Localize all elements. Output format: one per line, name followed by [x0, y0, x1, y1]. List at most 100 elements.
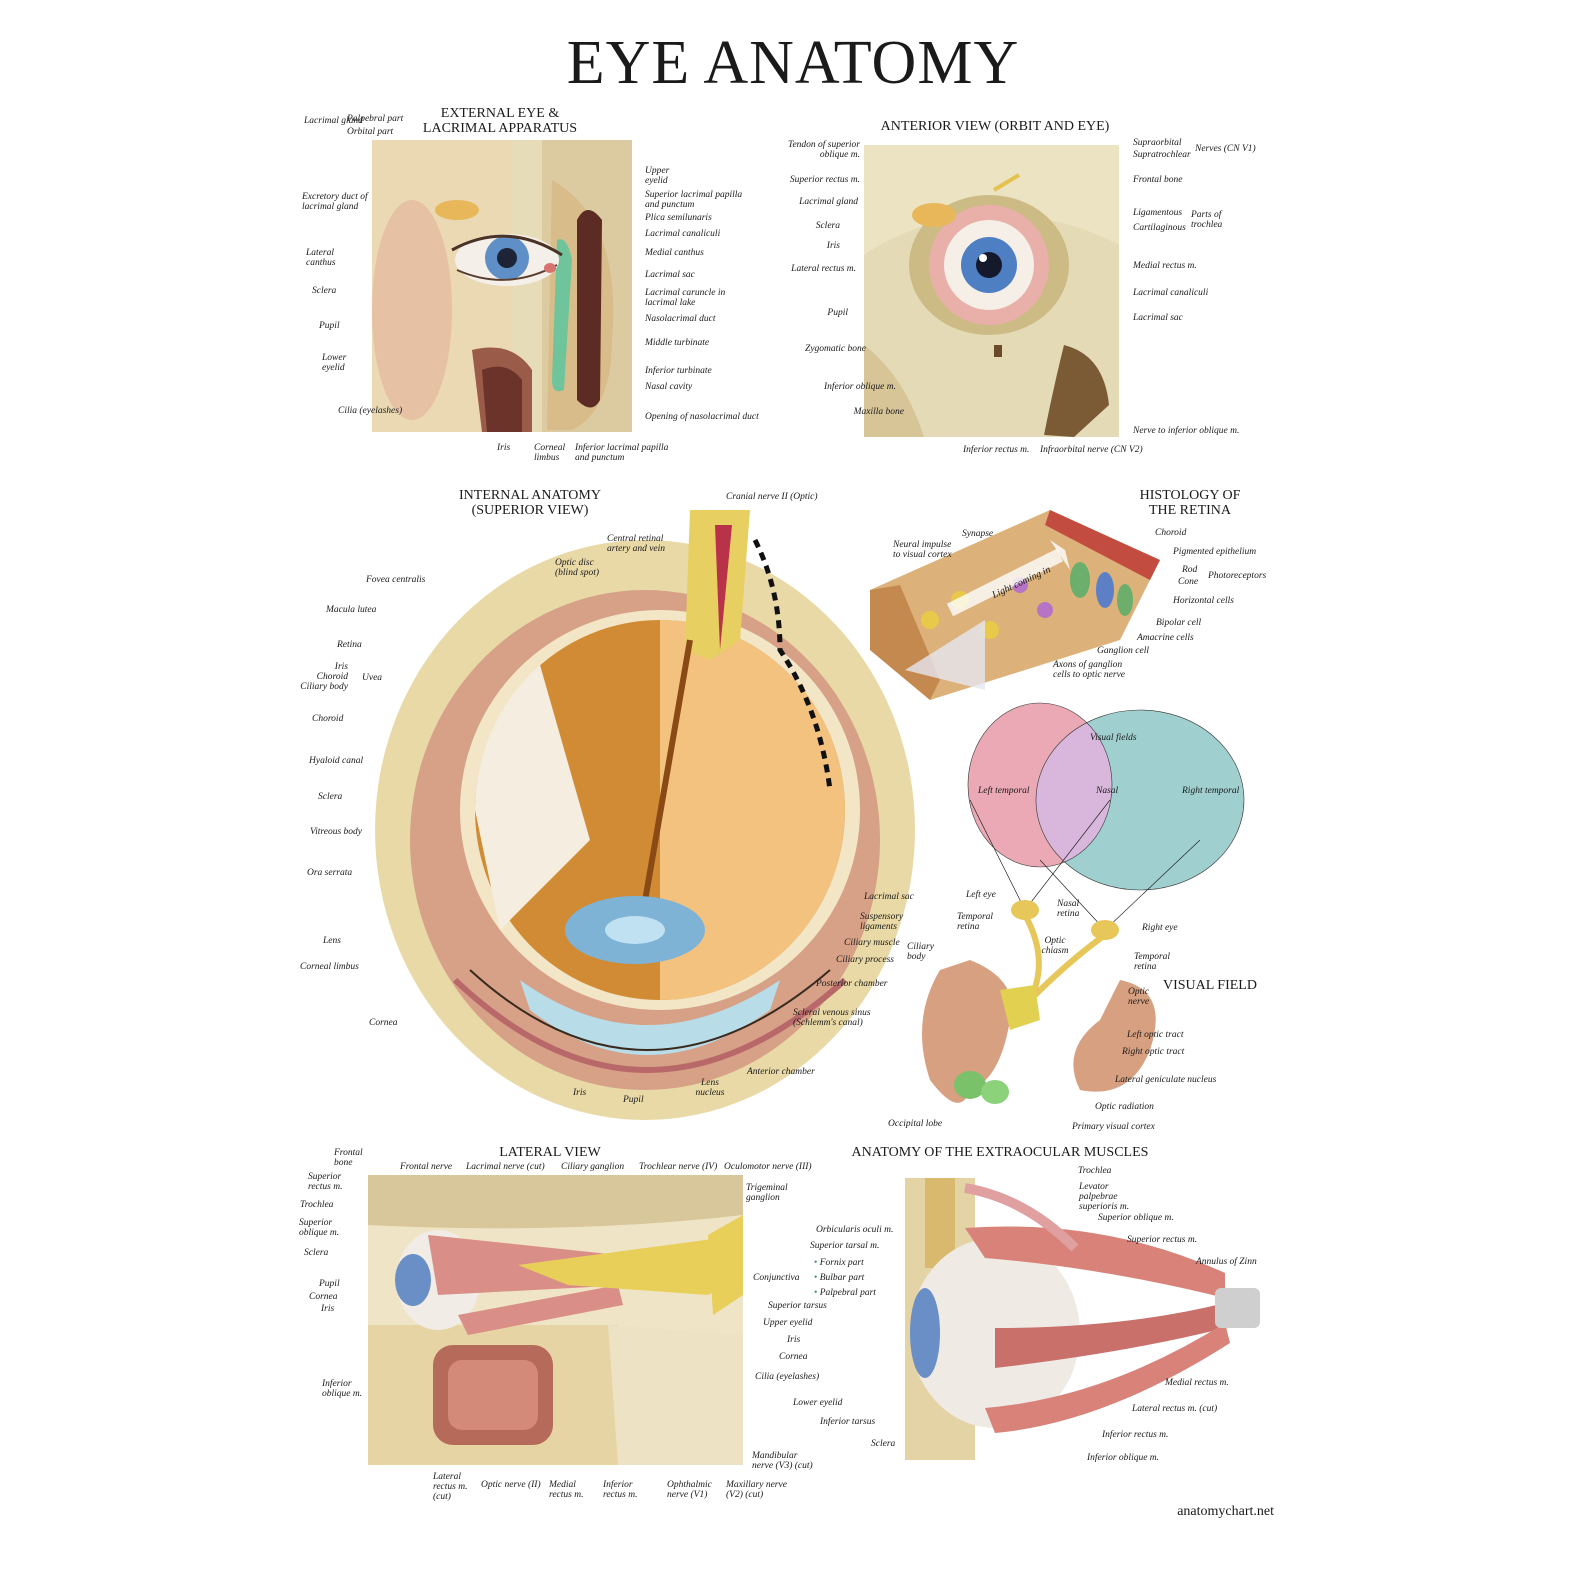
- label-rod: Rod: [1182, 565, 1198, 575]
- label-medial-canthus: Medial canthus: [645, 248, 704, 258]
- label-cranial-nerve: Cranial nerve II (Optic): [726, 492, 818, 502]
- label-choroid-uvea: Choroid: [316, 672, 348, 682]
- label-optic-radiation: Optic radiation: [1095, 1102, 1154, 1112]
- label-superior-lacrimal-papilla: Superior lacrimal papilla and punctum: [645, 190, 743, 210]
- label-superior-oblique-eo: Superior oblique m.: [1098, 1213, 1174, 1223]
- bullet-palpebral: •: [814, 1288, 818, 1298]
- label-frontal-nerve: Frontal nerve: [400, 1162, 453, 1172]
- label-supraorbital: Supraorbital: [1133, 138, 1182, 148]
- label-lens-nucleus: Lens nucleus: [695, 1078, 725, 1098]
- lateral-view-illustration: [368, 1175, 743, 1465]
- extraocular-illustration: [905, 1178, 1260, 1460]
- label-lacrimal-canaliculi-ext: Lacrimal canaliculi: [645, 229, 721, 239]
- label-supratrochlear: Supratrochlear: [1133, 150, 1191, 160]
- label-inferior-rectus-lat: Inferior rectus m.: [603, 1480, 638, 1500]
- label-optic-nerve-lat: Optic nerve (II): [481, 1480, 541, 1490]
- label-lower-eyelid-eo: Lower eyelid: [793, 1398, 843, 1408]
- label-inferior-oblique-lat: Inferior oblique m.: [322, 1379, 363, 1399]
- label-ganglion: Ganglion cell: [1097, 646, 1149, 656]
- label-iris-bottom: Iris: [573, 1088, 587, 1098]
- label-iris-ant: Iris: [826, 241, 840, 251]
- label-inferior-lacrimal-papilla: Inferior lacrimal papilla and punctum: [575, 443, 669, 463]
- bullet-fornix: •: [814, 1258, 818, 1268]
- label-cornea-lat: Cornea: [309, 1292, 338, 1302]
- label-superior-rectus-eo: Superior rectus m.: [1127, 1235, 1198, 1245]
- label-frontal-bone-ant: Frontal bone: [1133, 175, 1183, 185]
- label-palpebral: • Palpebral part: [814, 1288, 876, 1298]
- visual-field-diagram: [922, 702, 1245, 1104]
- label-anterior-chamber: Anterior chamber: [747, 1067, 815, 1077]
- label-axons: Axons of ganglion cells to optic nerve: [1053, 660, 1126, 680]
- label-hyaloid: Hyaloid canal: [309, 756, 364, 766]
- label-lacrimal-gland-ant: Lacrimal gland: [799, 197, 858, 207]
- label-sclera-lat: Sclera: [304, 1248, 329, 1258]
- footer-credit[interactable]: anatomychart.net: [1177, 1504, 1274, 1519]
- label-corneal-limbus-int: Corneal limbus: [300, 962, 359, 972]
- label-uvea: Uvea: [362, 673, 383, 683]
- label-fornix: • Fornix part: [814, 1258, 864, 1268]
- label-upper-eyelid-ext: Upper eyelid: [645, 166, 670, 186]
- visual-field-title: VISUAL FIELD: [1163, 978, 1257, 993]
- label-cornea-eo: Cornea: [779, 1352, 808, 1362]
- label-synapse: Synapse: [962, 529, 994, 539]
- label-temporal-retina-l: Temporal retina: [957, 912, 994, 932]
- label-pigmented: Pigmented epithelium: [1173, 547, 1257, 557]
- poster-title: EYE ANATOMY: [566, 29, 1020, 97]
- label-trochlea-lat: Trochlea: [300, 1200, 334, 1210]
- label-iris-eo: Iris: [787, 1335, 801, 1345]
- label-choroid-int: Choroid: [312, 714, 344, 724]
- label-lacrimal-caruncle: Lacrimal caruncle in lacrimal lake: [645, 288, 726, 308]
- label-lacrimal-gland: Lacrimal gland: [304, 116, 363, 126]
- label-iris-ext: Iris: [497, 443, 511, 453]
- anterior-view-title: ANTERIOR VIEW (ORBIT AND EYE): [880, 119, 1110, 134]
- label-medial-rectus-ant: Medial rectus m.: [1133, 261, 1197, 271]
- label-nasal: Nasal: [1096, 786, 1119, 796]
- label-cornea-int: Cornea: [369, 1018, 398, 1028]
- label-optic-nerve-vf: Optic nerve: [1128, 987, 1150, 1007]
- label-sclera-int: Sclera: [318, 792, 343, 802]
- label-lower-eyelid: Lower eyelid: [322, 353, 347, 373]
- label-inferior-rectus-ant: Inferior rectus m.: [963, 445, 1030, 455]
- label-nasal-retina: Nasal retina: [1057, 899, 1080, 919]
- label-inferior-turbinate: Inferior turbinate: [645, 366, 712, 376]
- histology-title: HISTOLOGY OF THE RETINA: [1139, 488, 1241, 518]
- label-mandibular: Mandibular nerve (V3) (cut): [752, 1451, 813, 1471]
- label-lacrimal-nerve: Lacrimal nerve (cut): [466, 1162, 545, 1172]
- label-left-eye: Left eye: [966, 890, 996, 900]
- label-cilia-ext: Cilia (eyelashes): [338, 406, 403, 416]
- label-palpebral-part: Palpebral part: [347, 114, 404, 124]
- label-suspensory: Suspensory ligaments: [860, 912, 904, 932]
- label-oculomotor-nerve: Oculomotor nerve (III): [724, 1162, 812, 1172]
- label-medial-rectus-eo: Medial rectus m.: [1165, 1378, 1229, 1388]
- label-primary-visual: Primary visual cortex: [1072, 1122, 1155, 1132]
- label-nerve-inferior-oblique: Nerve to inferior oblique m.: [1133, 426, 1240, 436]
- label-pupil-int: Pupil: [623, 1095, 644, 1105]
- label-maxilla-bone: Maxilla bone: [853, 407, 904, 417]
- label-bipolar: Bipolar cell: [1156, 618, 1202, 628]
- label-levator: Levator palpebrae superioris m.: [1079, 1182, 1130, 1212]
- label-right-optic-tract: Right optic tract: [1122, 1047, 1185, 1057]
- label-ciliary-body-uvea: Ciliary body: [300, 682, 348, 692]
- label-ora-serrata: Ora serrata: [307, 868, 353, 878]
- label-upper-eyelid-eo: Upper eyelid: [763, 1318, 813, 1328]
- label-neural-impulse: Neural impulse to visual cortex: [893, 540, 952, 560]
- label-ciliary-muscle: Ciliary muscle: [844, 938, 900, 948]
- label-lateral-rectus-ant: Lateral rectus m.: [791, 264, 856, 274]
- label-ciliary-ganglion: Ciliary ganglion: [561, 1162, 625, 1172]
- label-fovea: Fovea centralis: [366, 575, 426, 585]
- label-superior-tarsus: Superior tarsus: [768, 1301, 827, 1311]
- label-cilia-eo: Cilia (eyelashes): [755, 1372, 820, 1382]
- label-conjunctiva: Conjunctiva: [753, 1273, 800, 1283]
- label-zygomatic-bone: Zygomatic bone: [805, 344, 866, 354]
- label-inferior-rectus-eo: Inferior rectus m.: [1102, 1430, 1169, 1440]
- label-optic-disc: Optic disc (blind spot): [555, 558, 600, 578]
- label-superior-rectus-ant: Superior rectus m.: [789, 175, 860, 185]
- label-left-temporal: Left temporal: [978, 786, 1030, 796]
- lateral-view-title: LATERAL VIEW: [499, 1145, 601, 1160]
- label-trigeminal: Trigeminal ganglion: [746, 1183, 788, 1203]
- label-maxillary: Maxillary nerve (V2) (cut): [726, 1480, 787, 1500]
- label-lateral-geniculate: Lateral geniculate nucleus: [1115, 1075, 1217, 1085]
- label-vitreous: Vitreous body: [310, 827, 362, 837]
- label-opening-nasolacrimal: Opening of nasolacrimal duct: [645, 412, 759, 422]
- label-visual-fields: Visual fields: [1090, 733, 1137, 743]
